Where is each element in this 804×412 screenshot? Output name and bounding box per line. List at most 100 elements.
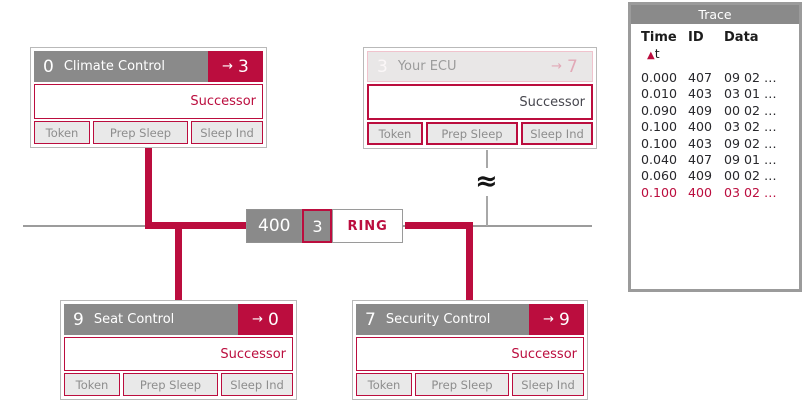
trace-cell-data: 03 01 … [724, 86, 777, 102]
ecu-name: Climate Control [63, 59, 165, 74]
trace-row[interactable]: 0.100 400 03 02 … [641, 185, 797, 201]
ecu-button-row: Token Prep Sleep Sleep Ind [356, 373, 584, 396]
trace-sort-indicator[interactable]: ▲t [647, 46, 797, 61]
ecu-node-number: 0 [43, 56, 54, 77]
ecu-header: 3 Your ECU → 7 [367, 51, 593, 82]
ecu-node-seat-control: 9 Seat Control → 0 Successor Token Prep … [60, 300, 297, 400]
trace-cell-time: 0.100 [641, 184, 678, 200]
ring-message-label: RING [332, 209, 403, 243]
successor-row: Successor [356, 337, 584, 371]
prep-sleep-button[interactable]: Prep Sleep [93, 121, 188, 144]
trace-cell-id: 400 [688, 184, 713, 200]
ecu-name: Seat Control [93, 312, 175, 327]
ecu-button-row: Token Prep Sleep Sleep Ind [64, 373, 293, 396]
trace-column-headers: Time ID Data [641, 30, 797, 45]
trace-cell-data: 00 02 … [724, 168, 777, 184]
trace-cell-data: 09 01 … [724, 152, 777, 168]
prep-sleep-button[interactable]: Prep Sleep [415, 373, 509, 396]
trace-row[interactable]: 0.040 407 09 01 … [641, 152, 797, 168]
bus-break-icon: ≈ [473, 166, 500, 197]
trace-cell-id: 409 [688, 102, 713, 118]
token-button[interactable]: Token [367, 122, 423, 145]
sleep-ind-button[interactable]: Sleep Ind [521, 122, 593, 145]
arrow-right-icon: → [222, 59, 234, 74]
sleep-ind-button[interactable]: Sleep Ind [191, 121, 263, 144]
successor-label: Successor [220, 346, 286, 362]
trace-cell-id: 407 [688, 152, 713, 168]
trace-body: Time ID Data ▲t 0.000 407 09 02 … 0.010 … [631, 24, 799, 201]
successor-badge: → 0 [238, 304, 293, 335]
trace-row[interactable]: 0.060 409 00 02 … [641, 168, 797, 184]
successor-number: 3 [238, 56, 249, 77]
trace-col-id[interactable]: ID [688, 30, 704, 45]
trace-cell-id: 403 [688, 86, 713, 102]
trace-cell-id: 409 [688, 168, 713, 184]
trace-panel: Trace Time ID Data ▲t 0.000 407 09 02 … … [628, 2, 802, 292]
ecu-node-number: 7 [365, 309, 376, 330]
trace-row[interactable]: 0.090 409 00 02 … [641, 103, 797, 119]
sleep-ind-button[interactable]: Sleep Ind [512, 373, 584, 396]
ecu-header: 9 Seat Control → 0 [64, 304, 293, 335]
ring-path-seat-drop [175, 222, 182, 300]
trace-col-data[interactable]: Data [724, 30, 759, 45]
prep-sleep-button[interactable]: Prep Sleep [426, 122, 518, 145]
successor-badge: → 7 [537, 52, 592, 81]
trace-row[interactable]: 0.000 407 09 02 … [641, 70, 797, 86]
token-button[interactable]: Token [356, 373, 412, 396]
trace-cell-data: 03 02 … [724, 119, 777, 135]
successor-row: Successor [34, 84, 263, 119]
successor-number: 0 [268, 309, 279, 330]
trace-cell-time: 0.090 [641, 102, 678, 118]
trace-cell-data: 09 02 … [724, 70, 777, 85]
ecu-header: 7 Security Control → 9 [356, 304, 584, 335]
sort-key-label: t [654, 46, 660, 61]
ecu-name: Security Control [385, 312, 491, 327]
ring-message-id: 400 [246, 209, 303, 243]
trace-cell-data: 03 02 … [724, 184, 777, 200]
ring-message: 400 3 RING [246, 209, 403, 243]
trace-col-time[interactable]: Time [641, 30, 677, 45]
trace-cell-time: 0.000 [641, 70, 678, 85]
ring-path-right-bus [405, 222, 473, 229]
arrow-right-icon: → [252, 312, 264, 327]
successor-label: Successor [519, 94, 585, 110]
ring-path-left-bus [145, 222, 248, 229]
ecu-node-security-control: 7 Security Control → 9 Successor Token P… [352, 300, 588, 400]
successor-number: 7 [567, 56, 578, 77]
ecu-node-your-ecu: 3 Your ECU → 7 Successor Token Prep Slee… [363, 47, 597, 149]
trace-cell-time: 0.100 [641, 119, 678, 135]
successor-badge: → 9 [529, 304, 584, 335]
ecu-button-row: Token Prep Sleep Sleep Ind [34, 121, 263, 144]
token-button[interactable]: Token [64, 373, 120, 396]
trace-cell-id: 407 [688, 70, 713, 85]
successor-badge: → 3 [208, 51, 263, 82]
trace-row[interactable]: 0.100 403 09 02 … [641, 136, 797, 152]
trace-cell-time: 0.100 [641, 135, 678, 151]
prep-sleep-button[interactable]: Prep Sleep [123, 373, 218, 396]
trace-cell-time: 0.010 [641, 86, 678, 102]
successor-row: Successor [64, 337, 293, 371]
successor-row: Successor [367, 84, 593, 120]
trace-row[interactable]: 0.100 400 03 02 … [641, 119, 797, 135]
ecu-name: Your ECU [397, 59, 457, 74]
trace-cell-data: 00 02 … [724, 102, 777, 118]
trace-rows: 0.000 407 09 02 … 0.010 403 03 01 … 0.09… [641, 70, 797, 201]
trace-cell-id: 403 [688, 135, 713, 151]
trace-cell-time: 0.040 [641, 152, 678, 168]
ecu-button-row: Token Prep Sleep Sleep Ind [367, 122, 593, 145]
ring-message-data: 3 [302, 209, 333, 243]
ecu-node-number: 9 [73, 309, 84, 330]
trace-row[interactable]: 0.010 403 03 01 … [641, 86, 797, 102]
trace-cell-data: 09 02 … [724, 135, 777, 151]
sleep-ind-button[interactable]: Sleep Ind [221, 373, 293, 396]
arrow-right-icon: → [551, 59, 563, 74]
token-button[interactable]: Token [34, 121, 90, 144]
successor-label: Successor [511, 346, 577, 362]
successor-number: 9 [559, 309, 570, 330]
trace-cell-time: 0.060 [641, 168, 678, 184]
ecu-node-climate-control: 0 Climate Control → 3 Successor Token Pr… [30, 47, 267, 148]
trace-panel-title: Trace [631, 5, 799, 24]
arrow-right-icon: → [543, 312, 555, 327]
ring-path-climate-drop [145, 147, 152, 229]
